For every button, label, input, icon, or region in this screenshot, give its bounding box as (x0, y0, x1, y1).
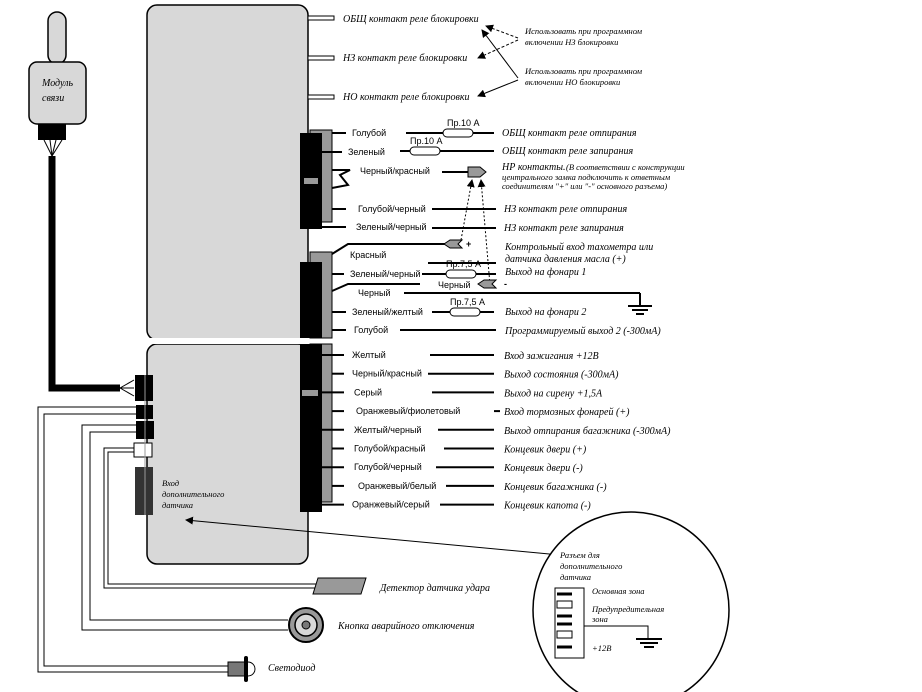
fuse-icon (409, 146, 441, 156)
relay-nc-label: НЗ контакт реле блокировки (342, 53, 467, 64)
aux-input-line1: Вход (162, 478, 180, 488)
wire-desc: ОБЩ контакт реле отпирания (502, 128, 637, 139)
aux-input-line3: датчика (162, 500, 193, 510)
module-cable (48, 156, 120, 392)
plug-icon (467, 166, 487, 178)
wire-label: Оранжевый/белый (358, 481, 436, 491)
wire-desc: Выход состояния (-300мА) (504, 370, 619, 381)
warn-zone-label-2: зона (591, 614, 608, 624)
plug-minus-icon (477, 279, 498, 289)
ground-icon (636, 638, 662, 648)
wire-label: Зеленый/черный (350, 269, 421, 279)
led-icon (227, 656, 256, 682)
ground-icon (628, 305, 652, 315)
shock-sensor-icon (312, 577, 367, 595)
wire-note: соединителям "+" или "-" основного разъе… (502, 181, 667, 191)
wire-desc: Выход на сирену +1,5А (504, 388, 603, 399)
wire-label: Желтый (352, 350, 386, 360)
wire-label: Серый (354, 387, 382, 397)
wire-desc: НЗ контакт реле запирания (503, 223, 624, 234)
wire-desc: Выход отпирания багажника (-300мА) (504, 426, 671, 437)
note-nc-line2: включении НЗ блокировки (525, 37, 618, 47)
wire-label: Зеленый/желтый (352, 307, 423, 317)
warn-zone-label-1: Предупредительная (591, 604, 664, 614)
wire-desc: Выход на фонари 1 (505, 267, 586, 278)
note-nc-line1: Использовать при программном (524, 26, 643, 36)
fuse-icon (445, 269, 477, 279)
detail-title-3: датчика (560, 572, 591, 582)
wire-label: Голубой/черный (354, 462, 422, 472)
relay-common-label: ОБЩ контакт реле блокировки (343, 14, 479, 25)
fuse-label: Пр.7,5 А (446, 259, 481, 269)
minus-sign: - (504, 279, 507, 289)
wire-desc: Концевик двери (-) (503, 463, 583, 474)
wire-label: Зеленый/черный (356, 222, 427, 232)
wire-label: Оранжевый/фиолетовый (356, 406, 460, 416)
wire-desc: Контрольный вход тахометра или (504, 242, 653, 253)
plus-sign: + (466, 239, 471, 249)
detail-title-1: Разъем для (559, 550, 600, 560)
wire-label: Зеленый (348, 147, 385, 157)
relay-pins (307, 15, 335, 100)
note-no-line2: включении НО блокировки (525, 77, 620, 87)
wire-label: Черный/красный (360, 166, 430, 176)
fuse-label: Пр.10 А (447, 118, 480, 128)
module-label-1: Модуль (41, 78, 74, 89)
wire-note: центрального замка подключить к ответным (502, 172, 671, 182)
wire-label: Черный/красный (352, 369, 422, 379)
wire-note: (В соответствии с конструкции (566, 162, 685, 172)
wire-label: Голубой/черный (358, 204, 426, 214)
main-zone-label: Основная зона (592, 586, 645, 596)
wire-label: Оранжевый/серый (352, 500, 430, 510)
wire-desc: Программируемый выход 2 (-300мА) (504, 326, 661, 337)
connector3 (300, 344, 322, 512)
wire-label: Черный (358, 288, 390, 298)
wire-desc: Вход зажигания +12В (504, 351, 599, 362)
shock-label: Детектор датчика удара (379, 583, 490, 594)
led-label: Светодиод (268, 663, 315, 674)
wire-sublabel: Черный (438, 280, 470, 290)
connector1-latch-icon (304, 178, 318, 184)
plug-plus-icon (443, 239, 464, 249)
main-unit-lower (146, 343, 309, 565)
fuse-label: Пр.10 А (410, 136, 443, 146)
wire-label: Красный (350, 250, 386, 260)
panic-button-icon (288, 607, 324, 643)
wire-label: Голубой (352, 128, 386, 138)
note-no-line1: Использовать при программном (524, 66, 643, 76)
wire-label: Желтый/черный (354, 425, 421, 435)
fuse-label: Пр.7,5 А (450, 297, 485, 307)
wire-desc: ОБЩ контакт реле запирания (502, 146, 634, 157)
connector2 (300, 262, 322, 338)
aux-input-line2: дополнительного (162, 489, 224, 499)
wire-desc: датчика давления масла (+) (505, 254, 626, 265)
note-arrows (477, 24, 519, 98)
wire-desc: Выход на фонари 2 (505, 307, 586, 318)
button-label: Кнопка аварийного отключения (337, 621, 475, 632)
wire-desc: Вход тормозных фонарей (+) (504, 407, 630, 418)
plus12-label: +12В (592, 643, 611, 653)
connector3-latch-icon (302, 390, 318, 396)
wire-desc: Концевик капота (-) (503, 501, 591, 512)
fuse-icon (449, 307, 481, 317)
relay-no-label: НО контакт реле блокировки (342, 92, 470, 103)
main-unit-upper (146, 4, 309, 341)
wire-desc: Концевик багажника (-) (503, 482, 607, 493)
wire-desc: НР контакты. (501, 162, 565, 173)
detail-title-2: дополнительного (560, 561, 622, 571)
fuse-icon (442, 128, 474, 138)
wire-desc: Концевик двери (+) (503, 445, 587, 456)
wire-desc: НЗ контакт реле отпирания (503, 204, 627, 215)
module-label-2: связи (42, 93, 64, 104)
wire-label: Голубой/красный (354, 444, 426, 454)
antenna (47, 11, 67, 65)
wire-label: Голубой (354, 325, 388, 335)
